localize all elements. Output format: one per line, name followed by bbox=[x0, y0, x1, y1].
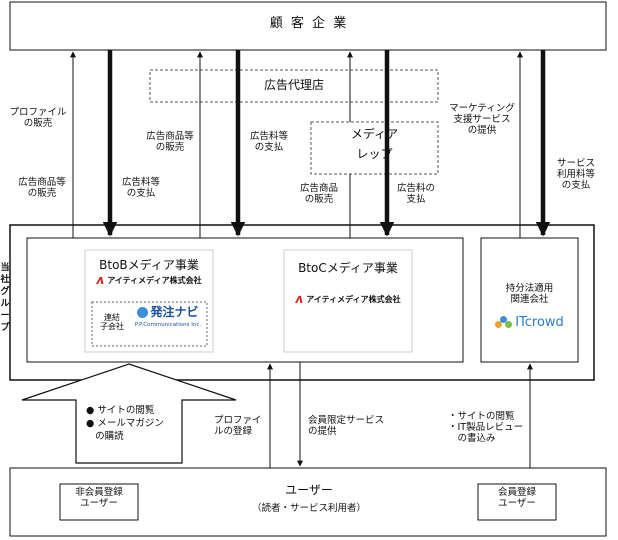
label-marketing-support: マーケティング支援サービスの提供 bbox=[449, 103, 515, 136]
user-access-arrow bbox=[21, 363, 237, 464]
ad-agency-label: 広告代理店 bbox=[263, 78, 324, 92]
subsidiary-box bbox=[91, 301, 208, 347]
group-label-char: ー bbox=[0, 311, 10, 321]
member-box bbox=[477, 483, 557, 521]
itcrowd-bubbles-icon bbox=[495, 316, 513, 330]
label-ad-fee-mid: 広告料等の支払 bbox=[249, 131, 288, 153]
media-rep-label-2: レップ bbox=[356, 147, 393, 161]
itmedia-mark-icon: ʌ bbox=[295, 292, 304, 306]
label-profile-register: プロファイルの登録 bbox=[214, 415, 262, 437]
label-member-service: 会員限定サービスの提供 bbox=[308, 415, 385, 437]
btoc-box bbox=[283, 249, 413, 353]
non-member-box bbox=[59, 483, 139, 521]
itmedia-mark-icon: ʌ bbox=[96, 273, 105, 287]
label-ad-product-sale-rep: 広告商品の販売 bbox=[299, 183, 338, 205]
label-ad-product-sale-left: 広告商品等の販売 bbox=[18, 177, 66, 199]
group-label-char: グ bbox=[0, 287, 10, 297]
ad-agency-box bbox=[149, 69, 439, 103]
label-ad-product-sale-mid: 広告商品等の販売 bbox=[146, 131, 194, 153]
media-rep-label-1: メディア bbox=[350, 127, 399, 141]
magnifier-icon bbox=[137, 307, 149, 319]
user-actions-list: ● サイトの閲覧 ● メールマガジン の購読 bbox=[86, 405, 164, 442]
group-label-char: 当 bbox=[0, 263, 10, 273]
group-label-char: ル bbox=[0, 299, 10, 309]
group-label-char: プ bbox=[0, 323, 10, 333]
group-label-char: 社 bbox=[0, 275, 10, 285]
group-box bbox=[9, 224, 595, 381]
non-member-label: 非会員登録ユーザー bbox=[75, 487, 123, 509]
label-ad-fee-left: 広告料等の支払 bbox=[121, 177, 160, 199]
affiliate-label: 持分法適用関連会社 bbox=[505, 283, 554, 305]
itcrowd-logo: ITcrowd bbox=[481, 315, 578, 331]
label-ad-fee-rep: 広告料の支払 bbox=[396, 183, 435, 205]
btoc-title: BtoCメディア事業 bbox=[298, 261, 398, 275]
member-label: 会員登録ユーザー bbox=[497, 487, 536, 509]
users-subtitle: （読者・サービス利用者） bbox=[251, 503, 366, 514]
customer-label: 顧 客 企 業 bbox=[269, 16, 349, 31]
users-title: ユーザー bbox=[285, 483, 333, 497]
customer-box bbox=[9, 1, 607, 51]
btob-title: BtoBメディア事業 bbox=[99, 258, 199, 272]
hatchu-navi-logo: 発注ナビ P.P.Communications Inc. bbox=[134, 305, 202, 328]
subsidiary-label: 連結子会社 bbox=[100, 313, 124, 332]
right-actions-list: ・サイトの閲覧・IT製品レビュー の書込み bbox=[448, 411, 524, 444]
media-rep-box bbox=[310, 121, 439, 175]
affiliate-box bbox=[480, 237, 579, 363]
label-profile-sale: プロファイルの販売 bbox=[9, 107, 67, 129]
label-service-fee: サービス利用料等の支払 bbox=[556, 158, 595, 191]
group-label: 当 社 グ ル ー プ bbox=[0, 262, 10, 334]
